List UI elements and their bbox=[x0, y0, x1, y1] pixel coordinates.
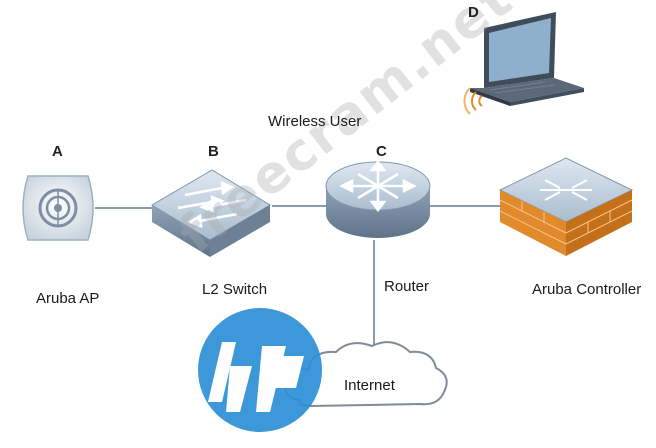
laptop-icon bbox=[470, 12, 584, 106]
node-letter-d: D bbox=[468, 4, 479, 21]
label-router: Router bbox=[384, 278, 430, 295]
label-l2-switch: L2 Switch bbox=[202, 281, 268, 298]
links bbox=[95, 205, 502, 350]
label-wireless-user: Wireless User bbox=[268, 113, 362, 130]
label-aruba-ap: Aruba AP bbox=[36, 290, 100, 307]
label-internet: Internet bbox=[344, 377, 395, 394]
node-letter-c: C bbox=[376, 143, 387, 160]
l2-switch-icon bbox=[151, 169, 271, 257]
node-letter-b: B bbox=[208, 143, 219, 160]
label-aruba-controller: Aruba Controller bbox=[532, 281, 642, 298]
node-letter-a: A bbox=[52, 143, 63, 160]
router-icon bbox=[325, 159, 431, 238]
aruba-ap-icon bbox=[22, 175, 94, 241]
hp-logo bbox=[198, 308, 322, 432]
aruba-controller-icon bbox=[498, 157, 634, 256]
wireless-signal-icon bbox=[463, 87, 483, 115]
